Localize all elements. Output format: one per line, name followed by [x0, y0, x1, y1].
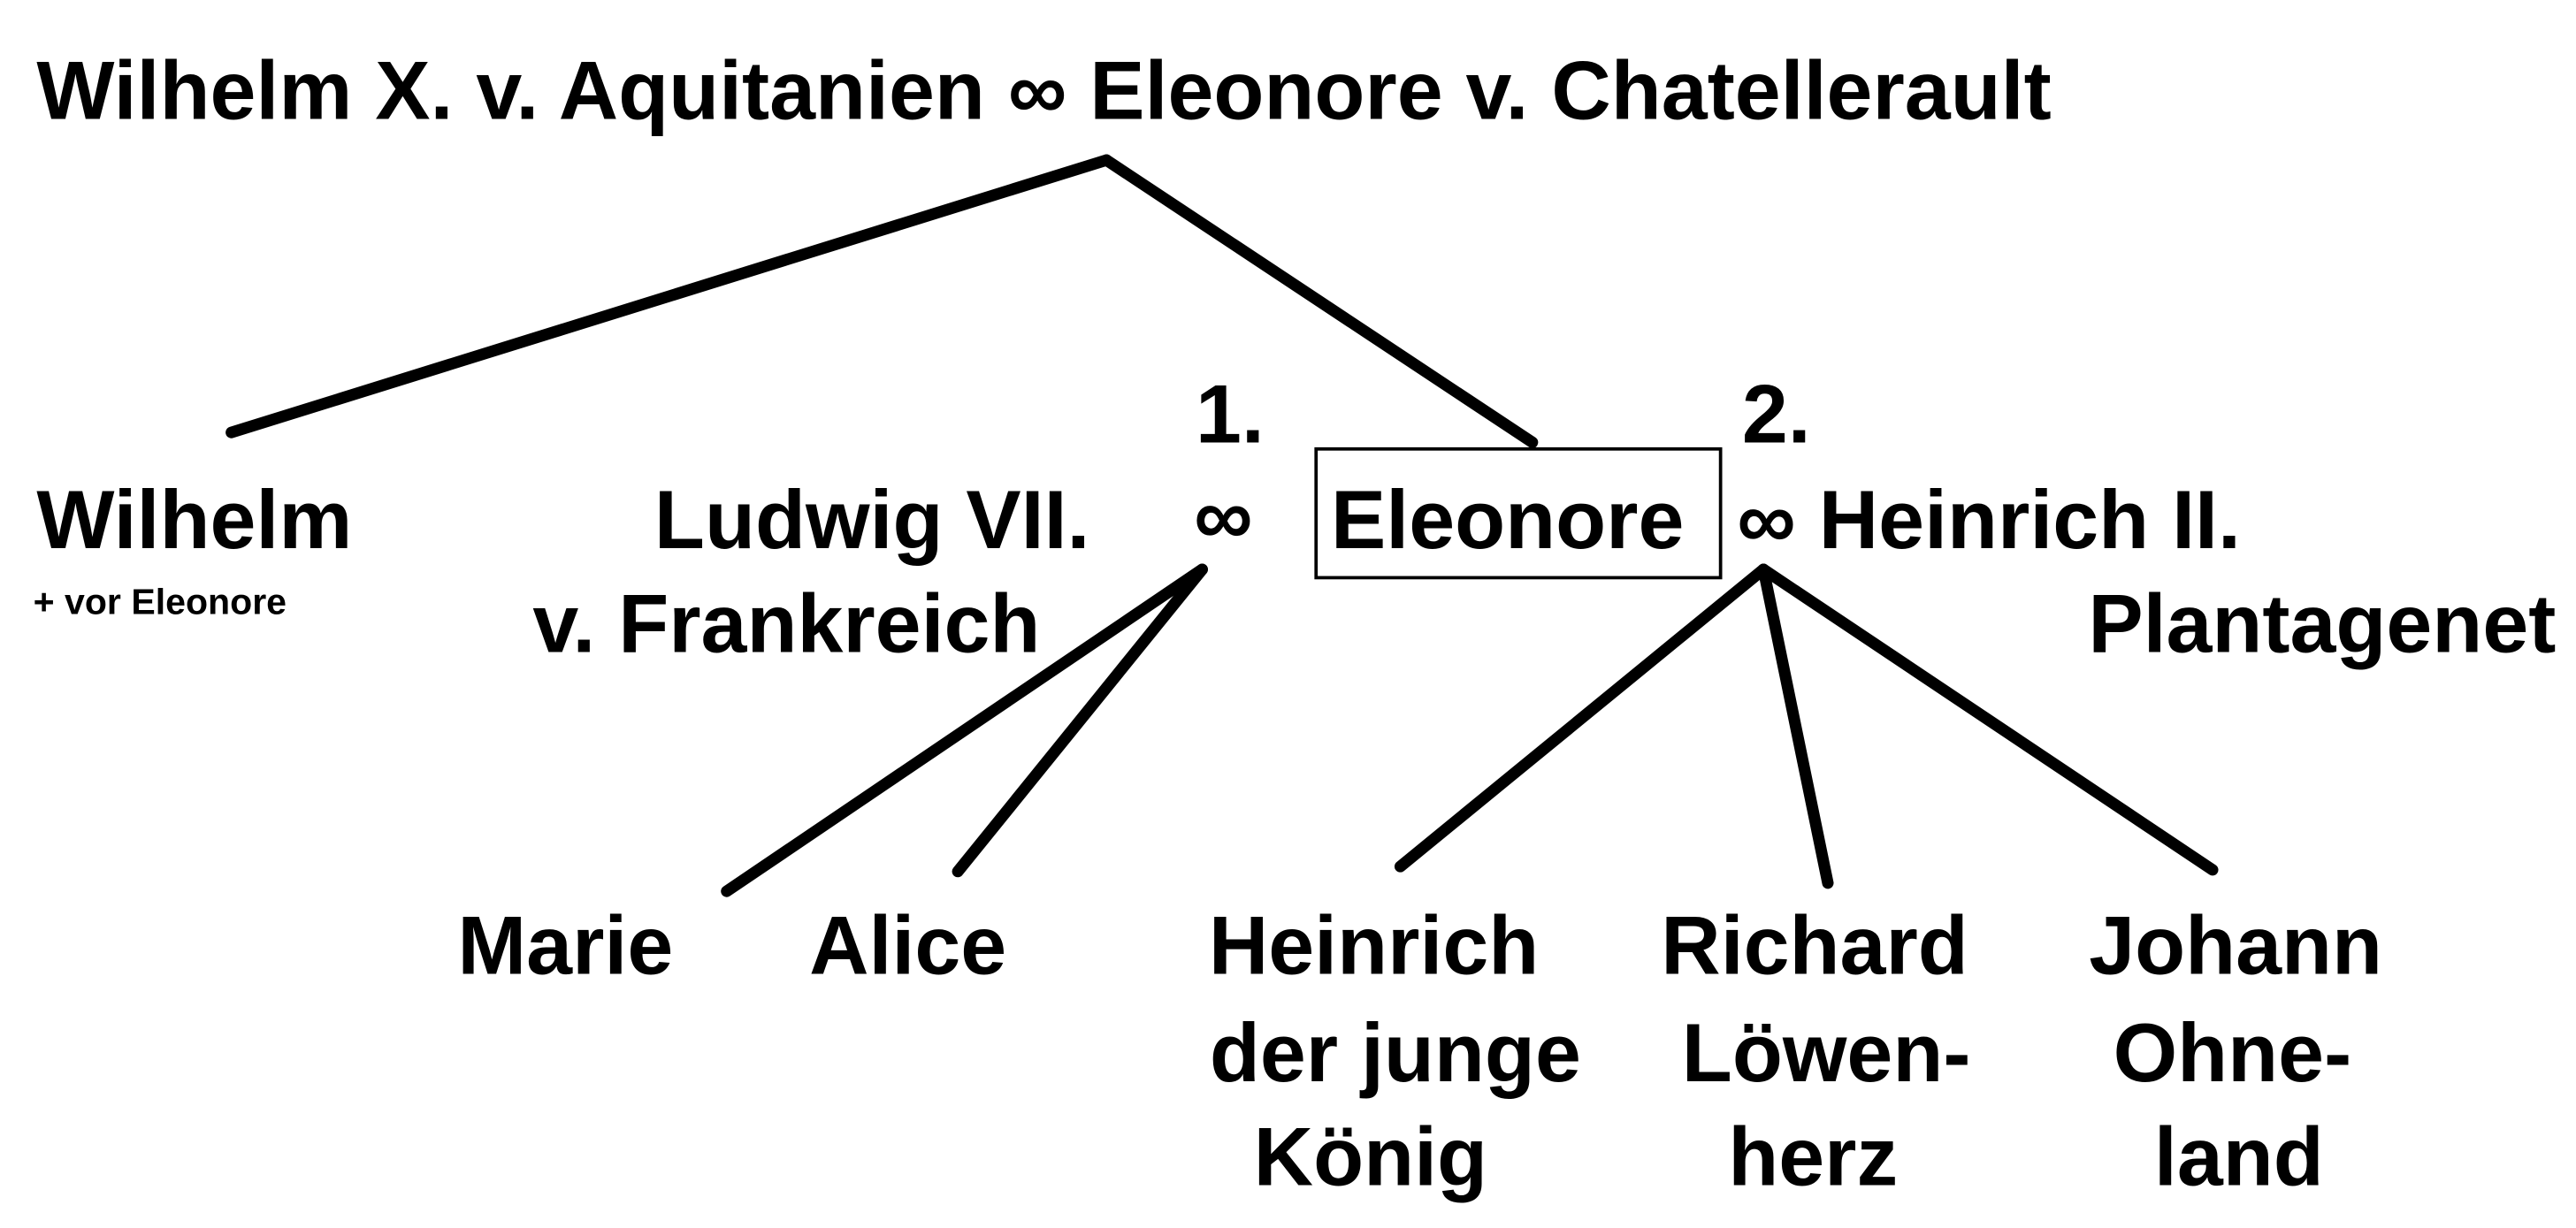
marriage-2-label: 2.	[1742, 368, 1811, 460]
marriage-symbol-1: ∞	[1194, 470, 1253, 562]
heinrich2-name: ∞ Heinrich II.	[1737, 474, 2241, 566]
parents-title: Wilhelm X. v. Aquitanien ∞ Eleonore v. C…	[36, 44, 2051, 136]
wilhelm-note: + vor Eleonore	[34, 582, 287, 622]
child-heinrich-line3: König	[1254, 1110, 1487, 1202]
marriage-1-label: 1.	[1196, 368, 1265, 460]
child-johann-line2: Ohne-	[2114, 1007, 2352, 1099]
child-alice: Alice	[809, 899, 1006, 991]
child-heinrich-line2: der junge	[1210, 1007, 1581, 1099]
line-to-marie	[721, 563, 1208, 897]
line-parents-to-eleonore	[1100, 154, 1539, 448]
ludwig-title: v. Frankreich	[532, 577, 1040, 669]
child-heinrich: Heinrich der junge König	[1209, 899, 1581, 1202]
child-heinrich-line1: Heinrich	[1209, 899, 1539, 991]
eleonore-box	[1314, 446, 1723, 580]
wilhelm-name: Wilhelm	[36, 474, 352, 566]
eleonore-name: Eleonore	[1331, 474, 1684, 566]
line-parents-to-wilhelm	[225, 154, 1112, 439]
line-to-heinrich	[1394, 563, 1770, 873]
child-richard-line3: herz	[1728, 1110, 1898, 1202]
ludwig-name: Ludwig VII.	[654, 474, 1090, 566]
child-johann: Johann Ohne- land	[2089, 899, 2382, 1202]
line-to-alice	[952, 563, 1208, 878]
child-johann-line1: Johann	[2089, 899, 2382, 991]
child-richard-line1: Richard	[1661, 899, 1968, 991]
line-to-richard	[1757, 563, 1834, 889]
child-johann-line3: land	[2154, 1110, 2324, 1202]
child-marie: Marie	[457, 899, 673, 991]
line-to-johann	[1757, 563, 2219, 876]
child-richard: Richard Löwen- herz	[1661, 899, 1970, 1202]
child-richard-line2: Löwen-	[1682, 1007, 1971, 1099]
heinrich2-title: Plantagenet	[2088, 577, 2556, 669]
